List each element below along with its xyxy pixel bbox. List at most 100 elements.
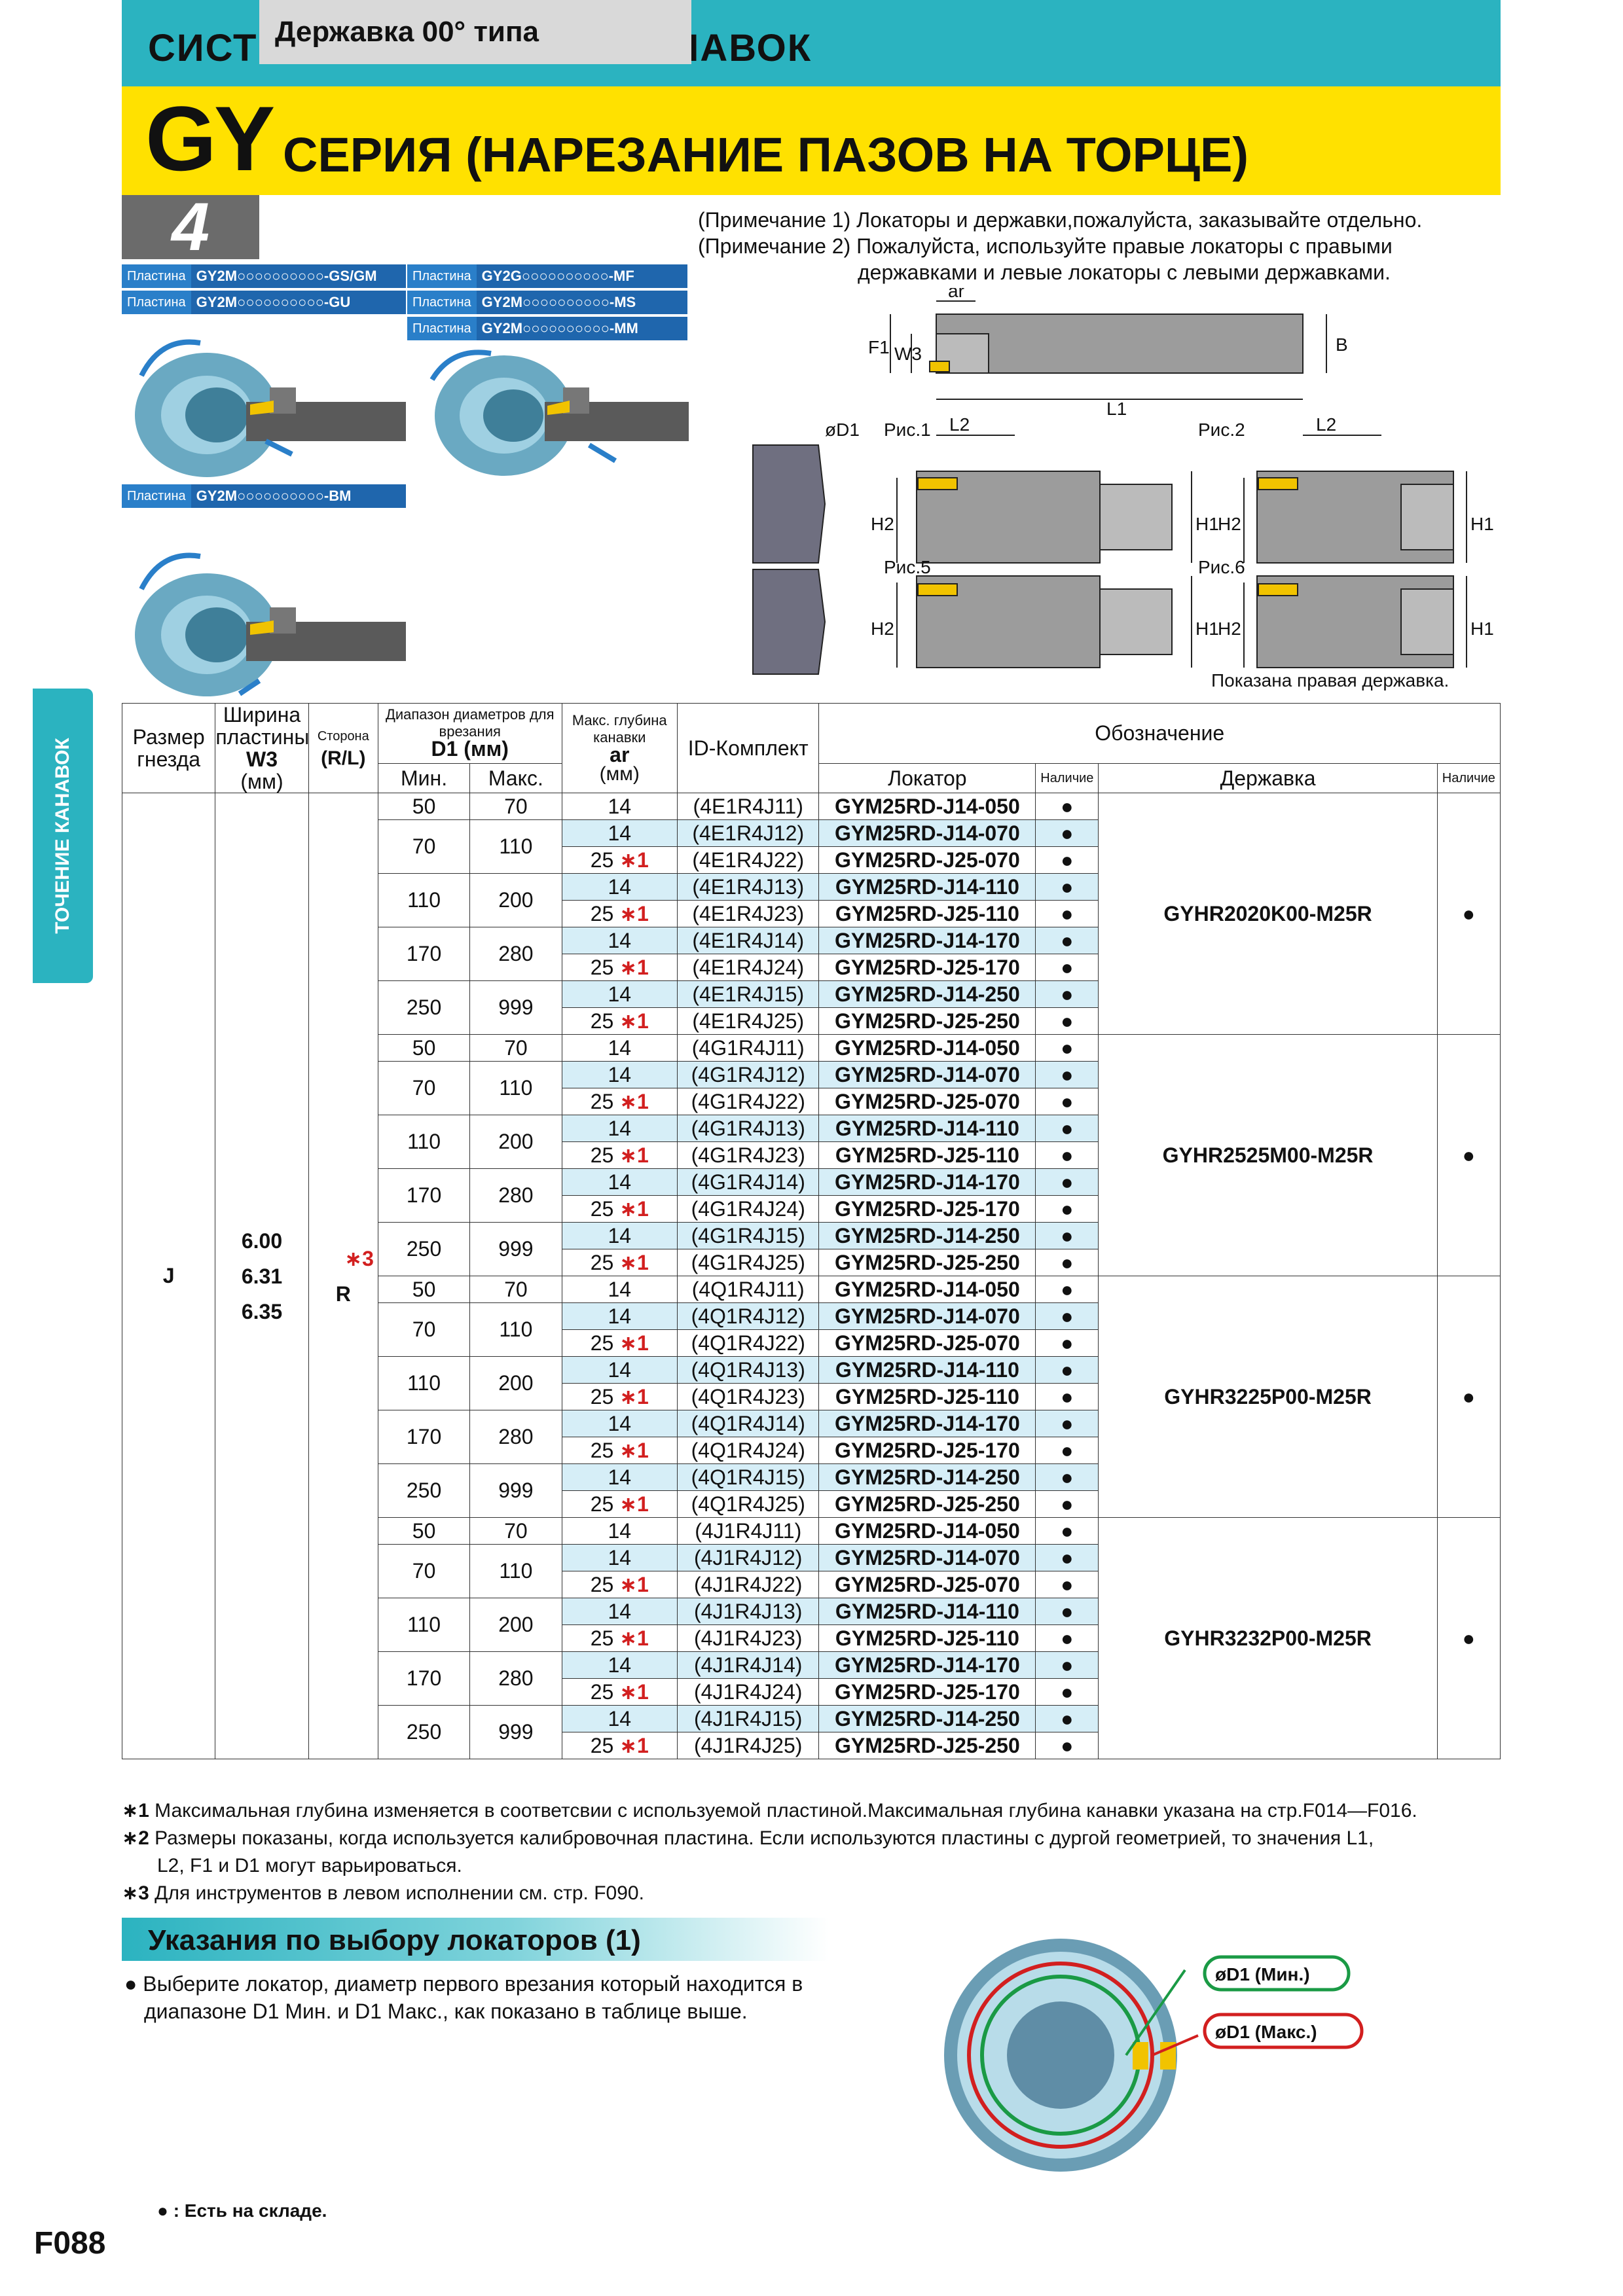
locator-cell: GYM25RD-J14-070 — [818, 1544, 1036, 1571]
idkit-cell: (4E1R4J14) — [676, 927, 820, 954]
idkit-cell: (4J1R4J13) — [676, 1598, 820, 1625]
depth-cell: 25 ∗1 — [561, 1383, 678, 1410]
min-cell: 170 — [377, 1410, 471, 1464]
locator-cell: GYM25RD-J25-110 — [818, 1383, 1036, 1410]
depth-cell: 25 ∗1 — [561, 954, 678, 981]
machining-illustration-1 — [135, 339, 406, 477]
depth-cell: 14 — [561, 873, 678, 901]
max-cell: 999 — [469, 1222, 562, 1276]
stock-dot-icon: ● — [1035, 954, 1099, 981]
max-cell: 280 — [469, 1651, 562, 1706]
svg-text:ar: ar — [948, 288, 964, 301]
svg-text:F1: F1 — [868, 337, 890, 357]
header-avail2: Наличие — [1436, 762, 1501, 794]
depth-footnote-mark: ∗1 — [619, 902, 649, 925]
idkit-cell: (4G1R4J22) — [676, 1088, 820, 1115]
stock-dot-icon: ● — [1035, 1249, 1099, 1276]
selection-title-band: Указания по выбору локаторов (1) — [122, 1918, 829, 1961]
stock-dot-icon: ● — [1035, 1732, 1099, 1759]
min-cell: 110 — [377, 873, 471, 927]
depth-cell: 14 — [561, 1061, 678, 1088]
min-cell: 70 — [377, 819, 471, 874]
depth-cell: 14 — [561, 793, 678, 820]
max-cell: 999 — [469, 1463, 562, 1518]
idkit-cell: (4G1R4J11) — [676, 1034, 820, 1062]
depth-cell: 14 — [561, 1463, 678, 1491]
min-cell: 50 — [377, 1276, 471, 1303]
table-row: 25 ∗1(4J1R4J22)GYM25RD-J25-070● — [122, 1571, 1501, 1598]
depth-cell: 25 ∗1 — [561, 1732, 678, 1759]
min-cell: 70 — [377, 1544, 471, 1598]
size-cell: J — [121, 793, 216, 1759]
svg-text:H2: H2 — [871, 619, 894, 639]
locator-cell: GYM25RD-J14-050 — [818, 793, 1036, 820]
max-cell: 70 — [469, 793, 562, 820]
stock-dot-icon: ● — [1035, 1356, 1099, 1384]
depth-cell: 14 — [561, 927, 678, 954]
depth-cell: 25 ∗1 — [561, 1195, 678, 1223]
svg-text:H1: H1 — [1195, 619, 1219, 639]
svg-text:W3: W3 — [894, 344, 922, 364]
depth-cell: 14 — [561, 1356, 678, 1384]
max-cell: 200 — [469, 1115, 562, 1169]
svg-text:L2: L2 — [949, 414, 970, 435]
max-cell: 110 — [469, 1302, 562, 1357]
max-cell: 200 — [469, 1598, 562, 1652]
depth-cell: 14 — [561, 1651, 678, 1679]
depth-footnote-mark: ∗1 — [619, 1734, 649, 1757]
min-cell: 110 — [377, 1115, 471, 1169]
locator-cell: GYM25RD-J25-250 — [818, 1249, 1036, 1276]
note-2: (Примечание 2) Пожалуйста, используйте п… — [698, 234, 1393, 258]
min-cell: 70 — [377, 1061, 471, 1115]
idkit-cell: (4Q1R4J12) — [676, 1302, 820, 1330]
page-number: F088 — [34, 2226, 106, 2261]
table-row: 25 ∗1(4Q1R4J22)GYM25RD-J25-070● — [122, 1329, 1501, 1357]
locator-cell: GYM25RD-J14-070 — [818, 819, 1036, 847]
stock-dot-icon: ● — [1035, 1007, 1099, 1035]
idkit-cell: (4E1R4J22) — [676, 846, 820, 874]
svg-text:Рис.1: Рис.1 — [884, 420, 931, 440]
depth-footnote-mark: ∗1 — [619, 1143, 649, 1167]
footnote-3: ∗3 Для инструментов в левом исполнении с… — [122, 1882, 644, 1904]
depth-cell: 25 ∗1 — [561, 1007, 678, 1035]
depth-cell: 25 ∗1 — [561, 1624, 678, 1652]
table-row: 25 ∗1(4Q1R4J25)GYM25RD-J25-250● — [122, 1490, 1501, 1518]
idkit-cell: (4E1R4J13) — [676, 873, 820, 901]
svg-text:H2: H2 — [871, 514, 894, 534]
series-title: СЕРИЯ (НАРЕЗАНИЕ ПАЗОВ НА ТОРЦЕ) — [283, 128, 1249, 182]
stock-dot-icon: ● — [1035, 927, 1099, 954]
svg-text:H2: H2 — [1218, 619, 1241, 639]
table-row: 25 ∗1(4E1R4J23)GYM25RD-J25-110● — [122, 900, 1501, 927]
stock-dot-icon: ● — [1035, 1490, 1099, 1518]
holder-cell: GYHR3225P00-M25R — [1098, 1276, 1438, 1518]
locator-cell: GYM25RD-J25-110 — [818, 900, 1036, 927]
depth-footnote-mark: ∗1 — [619, 848, 649, 872]
stock-dot-icon: ● — [1035, 1705, 1099, 1732]
idkit-cell: (4J1R4J12) — [676, 1544, 820, 1571]
machining-illustration-3 — [135, 552, 406, 696]
max-cell: 110 — [469, 1544, 562, 1598]
locator-cell: GYM25RD-J25-170 — [818, 1195, 1036, 1223]
svg-text:H1: H1 — [1470, 619, 1494, 639]
max-cell: 280 — [469, 927, 562, 981]
locator-cell: GYM25RD-J25-110 — [818, 1141, 1036, 1169]
stock-dot-icon: ● — [1035, 1115, 1099, 1142]
depth-cell: 25 ∗1 — [561, 900, 678, 927]
min-cell: 50 — [377, 1034, 471, 1062]
stock-dot-icon: ● — [1035, 1598, 1099, 1625]
header-locator: Локатор — [818, 762, 1036, 794]
min-cell: 250 — [377, 980, 471, 1035]
width-value: 6.31 — [241, 1264, 283, 1288]
header-holder: Державка — [1098, 762, 1438, 794]
side-tab-label: ТОЧЕНИЕ КАНАВОК — [52, 738, 73, 934]
depth-cell: 14 — [561, 1168, 678, 1196]
